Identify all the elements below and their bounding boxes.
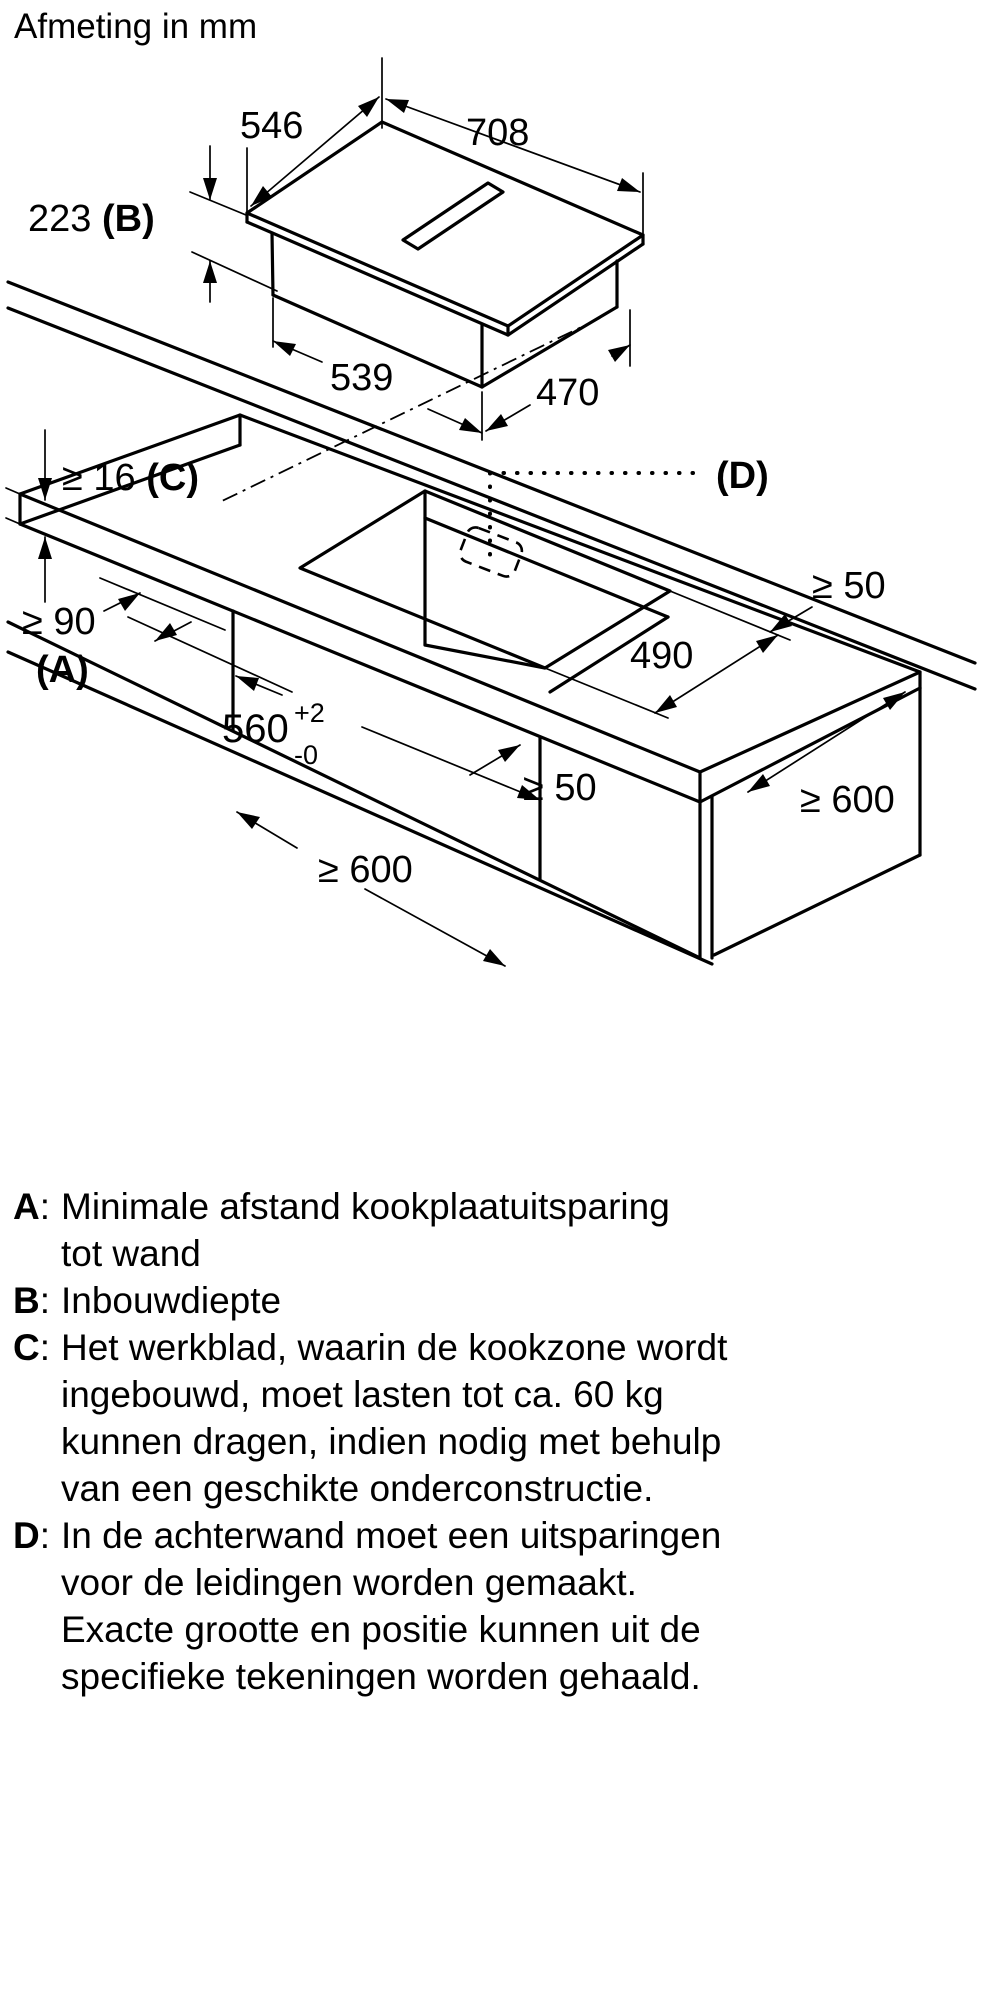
dim-build-depth: 223 (B) [28, 198, 155, 240]
hob-top-surface [245, 120, 645, 328]
page-title: Afmeting in mm [14, 7, 258, 46]
legend-text-c: Het werkblad, waarin de kookzone wordt i… [61, 1327, 728, 1509]
duct-callout [458, 471, 702, 578]
dim-cutout-width: 560+2-0 [222, 698, 325, 770]
installation-diagram: 546 708 223 (B) 539 470 [5, 57, 977, 967]
dim-top-depth: 546 [240, 105, 303, 147]
dim-duct-ref: (D) [716, 455, 769, 497]
legend-label-c: C [13, 1327, 40, 1368]
dim-worktop-thickness: ≥ 16 (C) [62, 457, 199, 499]
legend-label-a: A [13, 1186, 40, 1227]
worktop-drawing [6, 280, 977, 966]
hob-dimension-arrowheads [203, 97, 640, 433]
dim-cutout-depth: 490 [630, 635, 693, 677]
legend-text-a: Minimale afstand kookplaatuitsparing tot… [61, 1186, 670, 1274]
dim-clearance-front: ≥ 50 [523, 767, 597, 809]
legend-item-b: B: Inbouwdiepte [13, 1280, 282, 1321]
legend-item-c: C: Het werkblad, waarin de kookzone word… [13, 1327, 728, 1509]
legend-label-b: B [13, 1280, 40, 1321]
legend-text-b: Inbouwdiepte [61, 1280, 282, 1321]
worktop-dimension-lines [5, 429, 906, 967]
dim-bottom-width: 470 [536, 372, 599, 414]
dim-wall-clearance: ≥ 90 [22, 601, 96, 643]
worktop-cutout [298, 489, 672, 670]
legend-item-d: D: In de achterwand moet een uitsparinge… [13, 1515, 722, 1697]
wall-edge-bottom [6, 306, 977, 691]
worktop-dimension-arrowheads [38, 478, 905, 966]
projection-line [219, 317, 601, 503]
dim-niche-width-min: ≥ 600 [318, 849, 413, 891]
hob-drawing [245, 120, 645, 389]
duct-cutout-rect [458, 526, 524, 578]
dim-worktop-depth-min: ≥ 600 [800, 779, 895, 821]
dim-clearance-back: ≥ 50 [812, 565, 886, 607]
legend-label-d: D [13, 1515, 40, 1556]
legend-text-d: In de achterwand moet een uitsparingen v… [61, 1515, 722, 1697]
dim-top-width: 708 [466, 112, 529, 154]
legend-item-a: A: Minimale afstand kookplaatuitsparing … [13, 1186, 670, 1274]
dim-wall-clearance-ref: (A) [36, 649, 89, 691]
dim-bottom-depth: 539 [330, 357, 393, 399]
legend: A: Minimale afstand kookplaatuitsparing … [13, 1183, 783, 1700]
vent-slot [401, 181, 505, 251]
hob-dimension-lines [189, 57, 644, 441]
